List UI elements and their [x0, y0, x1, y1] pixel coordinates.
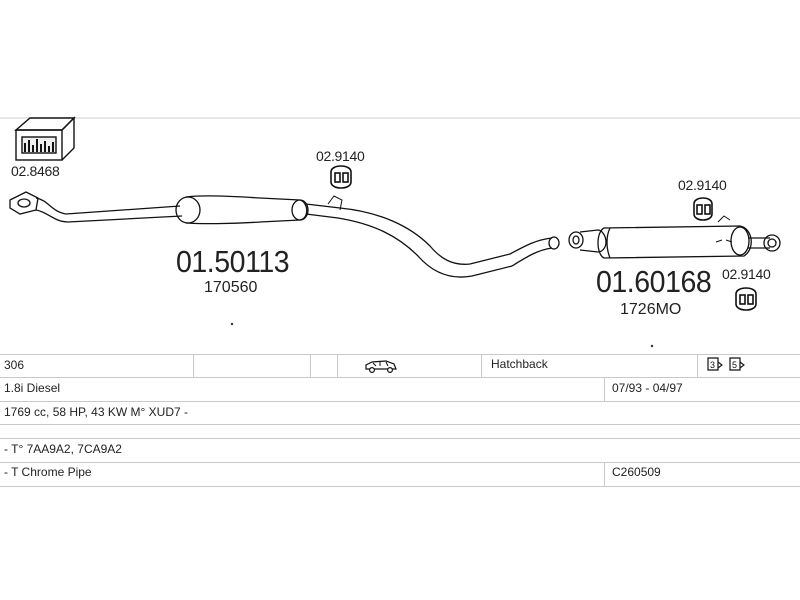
- hanger-a-code: 02.9140: [316, 148, 365, 164]
- spec-cell: 1769 cc, 58 HP, 43 KW M° XUD7 -: [4, 405, 188, 419]
- box-code: 02.8468: [11, 163, 60, 179]
- svg-text:5: 5: [732, 360, 737, 370]
- svg-text:3: 3: [710, 360, 715, 370]
- pipe-cell: - T Chrome Pipe: [4, 465, 92, 479]
- front-pipe-assembly: [9, 191, 560, 278]
- hatchback-car-icon: [365, 360, 397, 374]
- door-b-icon: 5: [729, 357, 745, 371]
- body-cell: Hatchback: [491, 357, 548, 371]
- rear-muffler-assembly: [568, 215, 781, 259]
- model-cell: 306: [4, 358, 25, 372]
- engine-cell: 1.8i Diesel: [4, 381, 61, 395]
- years-cell: 07/93 - 04/97: [612, 381, 683, 395]
- hanger-c-icon: [735, 287, 757, 311]
- rear-muffler-code: 01.60168: [596, 264, 712, 299]
- catalog-cell: C260509: [612, 465, 661, 479]
- types-cell: - T° 7AA9A2, 7CA9A2: [4, 442, 122, 456]
- hanger-b-icon: [693, 197, 713, 221]
- parts-box-icon: [14, 116, 76, 161]
- front-pipe-code: 01.50113: [176, 244, 290, 279]
- hanger-c-code: 02.9140: [722, 266, 771, 282]
- door-a-icon: 3: [707, 357, 723, 371]
- rear-muffler-ref: 1726MO: [620, 301, 682, 318]
- hanger-b-code: 02.9140: [678, 177, 727, 193]
- hanger-a-icon: [330, 165, 352, 189]
- front-pipe-ref: 170560: [204, 279, 258, 296]
